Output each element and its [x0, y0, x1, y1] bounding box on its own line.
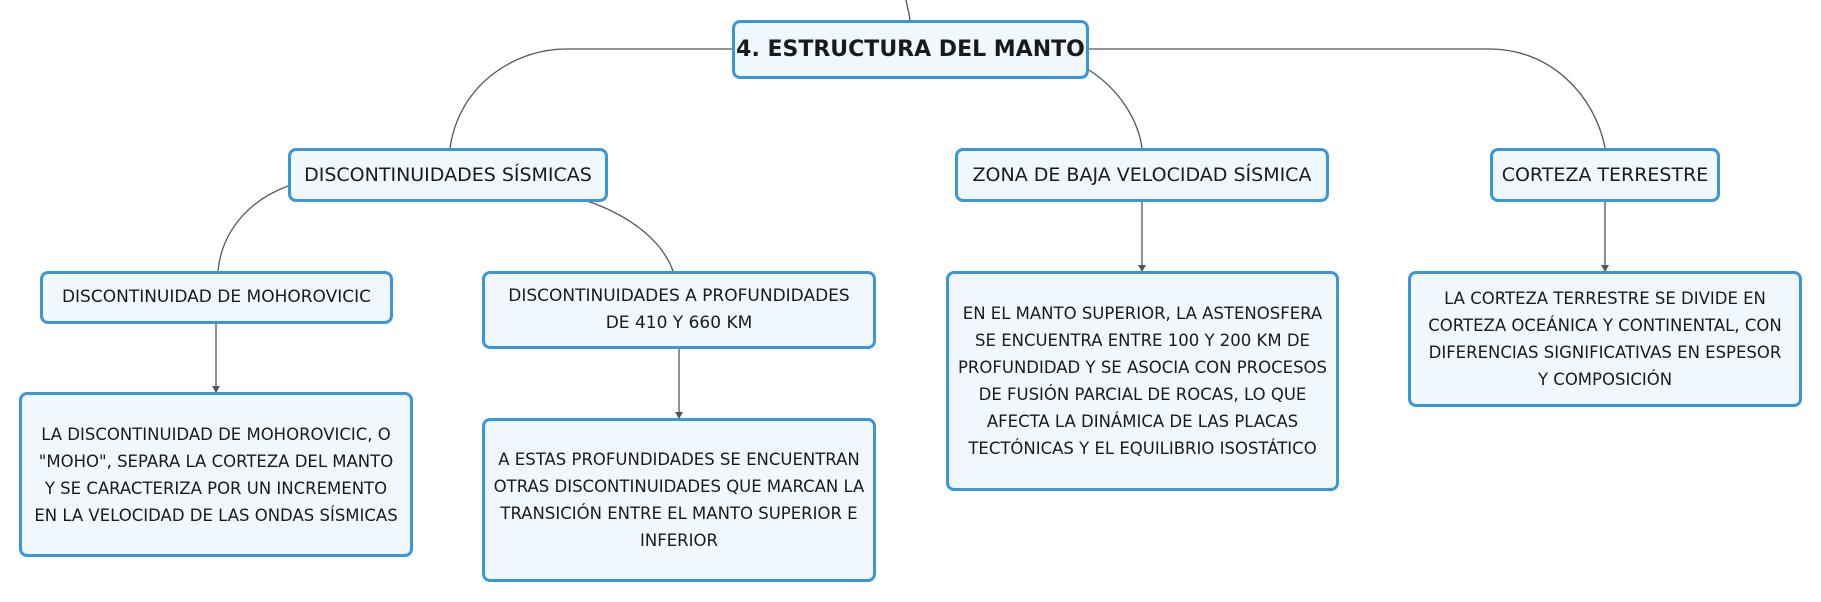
node-discontinuidades-sismicas[interactable]: DISCONTINUIDADES SÍSMICAS [288, 148, 608, 202]
node-discontinuidades-profundidades[interactable]: DISCONTINUIDADES A PROFUNDIDADES DE 410 … [482, 271, 876, 349]
node-profundidades-description[interactable]: A ESTAS PROFUNDIDADES SE ENCUENTRAN OTRA… [482, 418, 876, 582]
node-label: DISCONTINUIDADES SÍSMICAS [304, 164, 592, 186]
connector-root-discontinuidades [449, 48, 732, 149]
node-label: CORTEZA TERRESTRE [1501, 164, 1709, 186]
connector-disc-moho [217, 185, 289, 272]
node-label: ZONA DE BAJA VELOCIDAD SÍSMICA [972, 164, 1312, 186]
node-label: DISCONTINUIDADES A PROFUNDIDADES DE 410 … [508, 286, 850, 333]
connector-root-zona-baja [1088, 69, 1143, 149]
node-moho-description[interactable]: LA DISCONTINUIDAD DE MOHOROVICIC, O "MOH… [19, 392, 413, 557]
node-estructura-del-manto[interactable]: 4. ESTRUCTURA DEL MANTO [732, 20, 1089, 79]
node-zona-baja-description[interactable]: EN EL MANTO SUPERIOR, LA ASTENOSFERA SE … [946, 271, 1339, 491]
node-discontinuidad-mohorovicic[interactable]: DISCONTINUIDAD DE MOHOROVICIC [40, 271, 393, 324]
node-description: LA CORTEZA TERRESTRE SE DIVIDE EN CORTEZ… [1428, 289, 1782, 389]
node-corteza-terrestre[interactable]: CORTEZA TERRESTRE [1490, 148, 1720, 202]
connector-root-corteza [1089, 48, 1606, 149]
node-label: DISCONTINUIDAD DE MOHOROVICIC [61, 287, 372, 307]
node-corteza-description[interactable]: LA CORTEZA TERRESTRE SE DIVIDE EN CORTEZ… [1408, 271, 1802, 407]
node-zona-baja-velocidad[interactable]: ZONA DE BAJA VELOCIDAD SÍSMICA [955, 148, 1329, 202]
node-description: A ESTAS PROFUNDIDADES SE ENCUENTRAN OTRA… [493, 450, 865, 550]
connector-parent-root [905, 0, 911, 21]
node-description: LA DISCONTINUIDAD DE MOHOROVICIC, O "MOH… [34, 424, 398, 525]
node-label: 4. ESTRUCTURA DEL MANTO [736, 37, 1085, 62]
node-description: EN EL MANTO SUPERIOR, LA ASTENOSFERA SE … [957, 304, 1328, 458]
connector-disc-profundidades [586, 200, 674, 272]
